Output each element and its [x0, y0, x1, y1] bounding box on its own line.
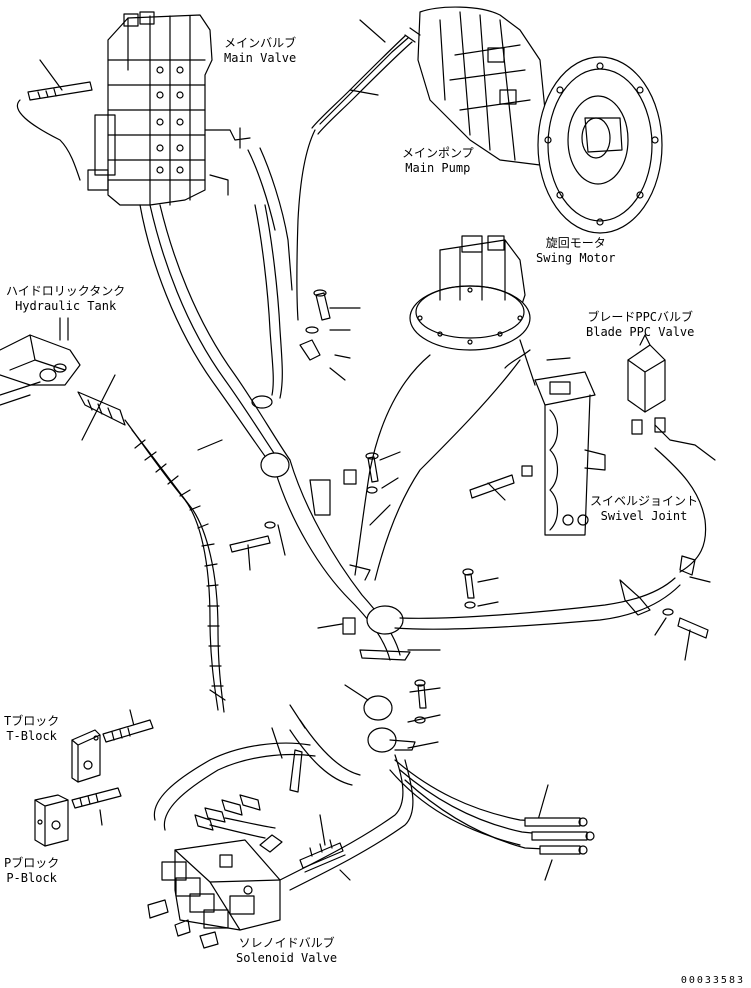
- blade-ppc-valve-drawing: [628, 335, 665, 434]
- hydraulic-tank-drawing: [0, 318, 80, 405]
- tank-return-hose: [78, 392, 224, 712]
- solenoid-valve-drawing: [148, 840, 280, 948]
- main-pump-drawing: [405, 7, 662, 233]
- bolt-main-valve: [17, 82, 92, 180]
- drawing-code: 00033583: [680, 975, 745, 986]
- swivel-joint-drawing: [522, 372, 605, 535]
- main-valve-drawing: [88, 12, 250, 205]
- lower-right-hoses: [390, 760, 594, 854]
- p-block-drawing: [35, 795, 68, 846]
- t-block-drawing: [72, 730, 100, 782]
- main-hose-bundle: [140, 148, 400, 660]
- solenoid-hoses: [154, 720, 413, 890]
- leader-lines: [100, 308, 710, 880]
- bolts-washers: [230, 290, 708, 723]
- swing-motor-drawing: [410, 236, 530, 350]
- pump-suction-hose: [297, 36, 412, 320]
- hose-clamps: [252, 340, 695, 752]
